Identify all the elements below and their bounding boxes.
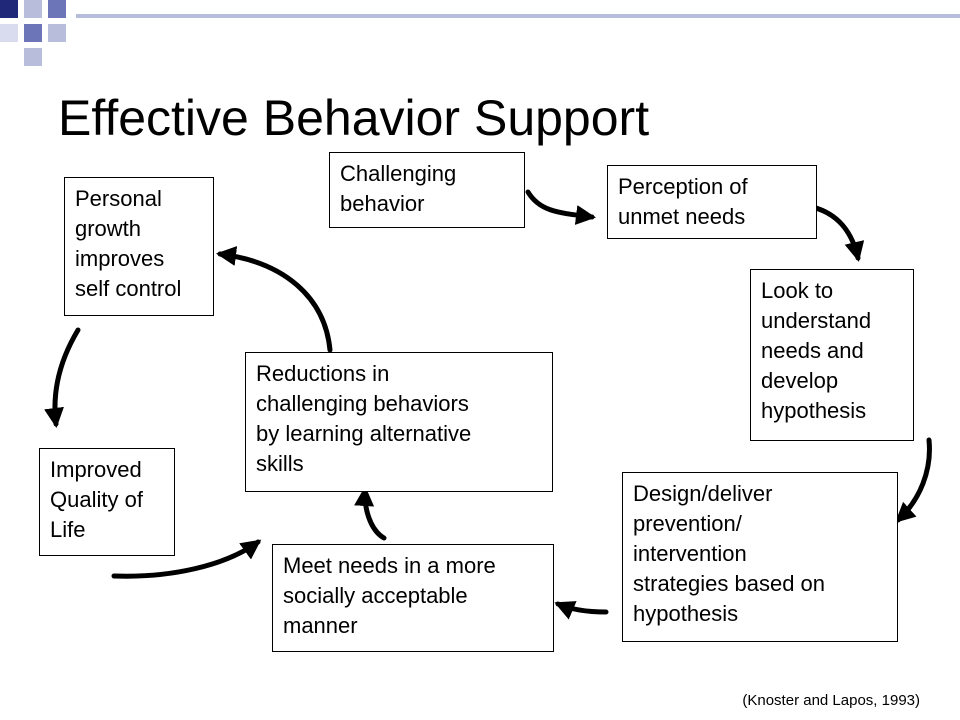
box-meet-needs: Meet needs in a more socially acceptable… xyxy=(272,544,554,652)
corner-square-lavender xyxy=(24,0,42,18)
corner-square-blue xyxy=(48,0,66,18)
box-challenging-behavior: Challenging behavior xyxy=(329,152,525,228)
arrow-design-to-meet xyxy=(554,601,609,620)
corner-square-navy xyxy=(0,0,18,18)
arrow-challenging-to-perception xyxy=(525,189,596,225)
arrow-look-to-design xyxy=(895,437,932,523)
arrow-personal-to-improved xyxy=(44,327,81,428)
arrow-reductions-to-personal xyxy=(216,246,333,353)
corner-square-light xyxy=(0,24,18,42)
header-bar xyxy=(76,14,960,18)
arrow-meet-to-reductions xyxy=(354,486,387,541)
corner-square-blue-2 xyxy=(24,24,42,42)
arrow-improved-to-meet xyxy=(111,539,262,579)
slide-title: Effective Behavior Support xyxy=(58,90,650,146)
box-personal-growth: Personal growth improves self control xyxy=(64,177,214,316)
citation: (Knoster and Lapos, 1993) xyxy=(742,692,920,709)
box-improved-quality: Improved Quality of Life xyxy=(39,448,175,556)
corner-square-lavender-3 xyxy=(24,48,42,66)
corner-square-lavender-2 xyxy=(48,24,66,42)
box-reductions: Reductions in challenging behaviors by l… xyxy=(245,352,553,492)
box-perception-of-unmet-needs: Perception of unmet needs xyxy=(607,165,817,239)
box-design-deliver: Design/deliver prevention/ intervention … xyxy=(622,472,898,642)
box-look-to-understand: Look to understand needs and develop hyp… xyxy=(750,269,914,441)
